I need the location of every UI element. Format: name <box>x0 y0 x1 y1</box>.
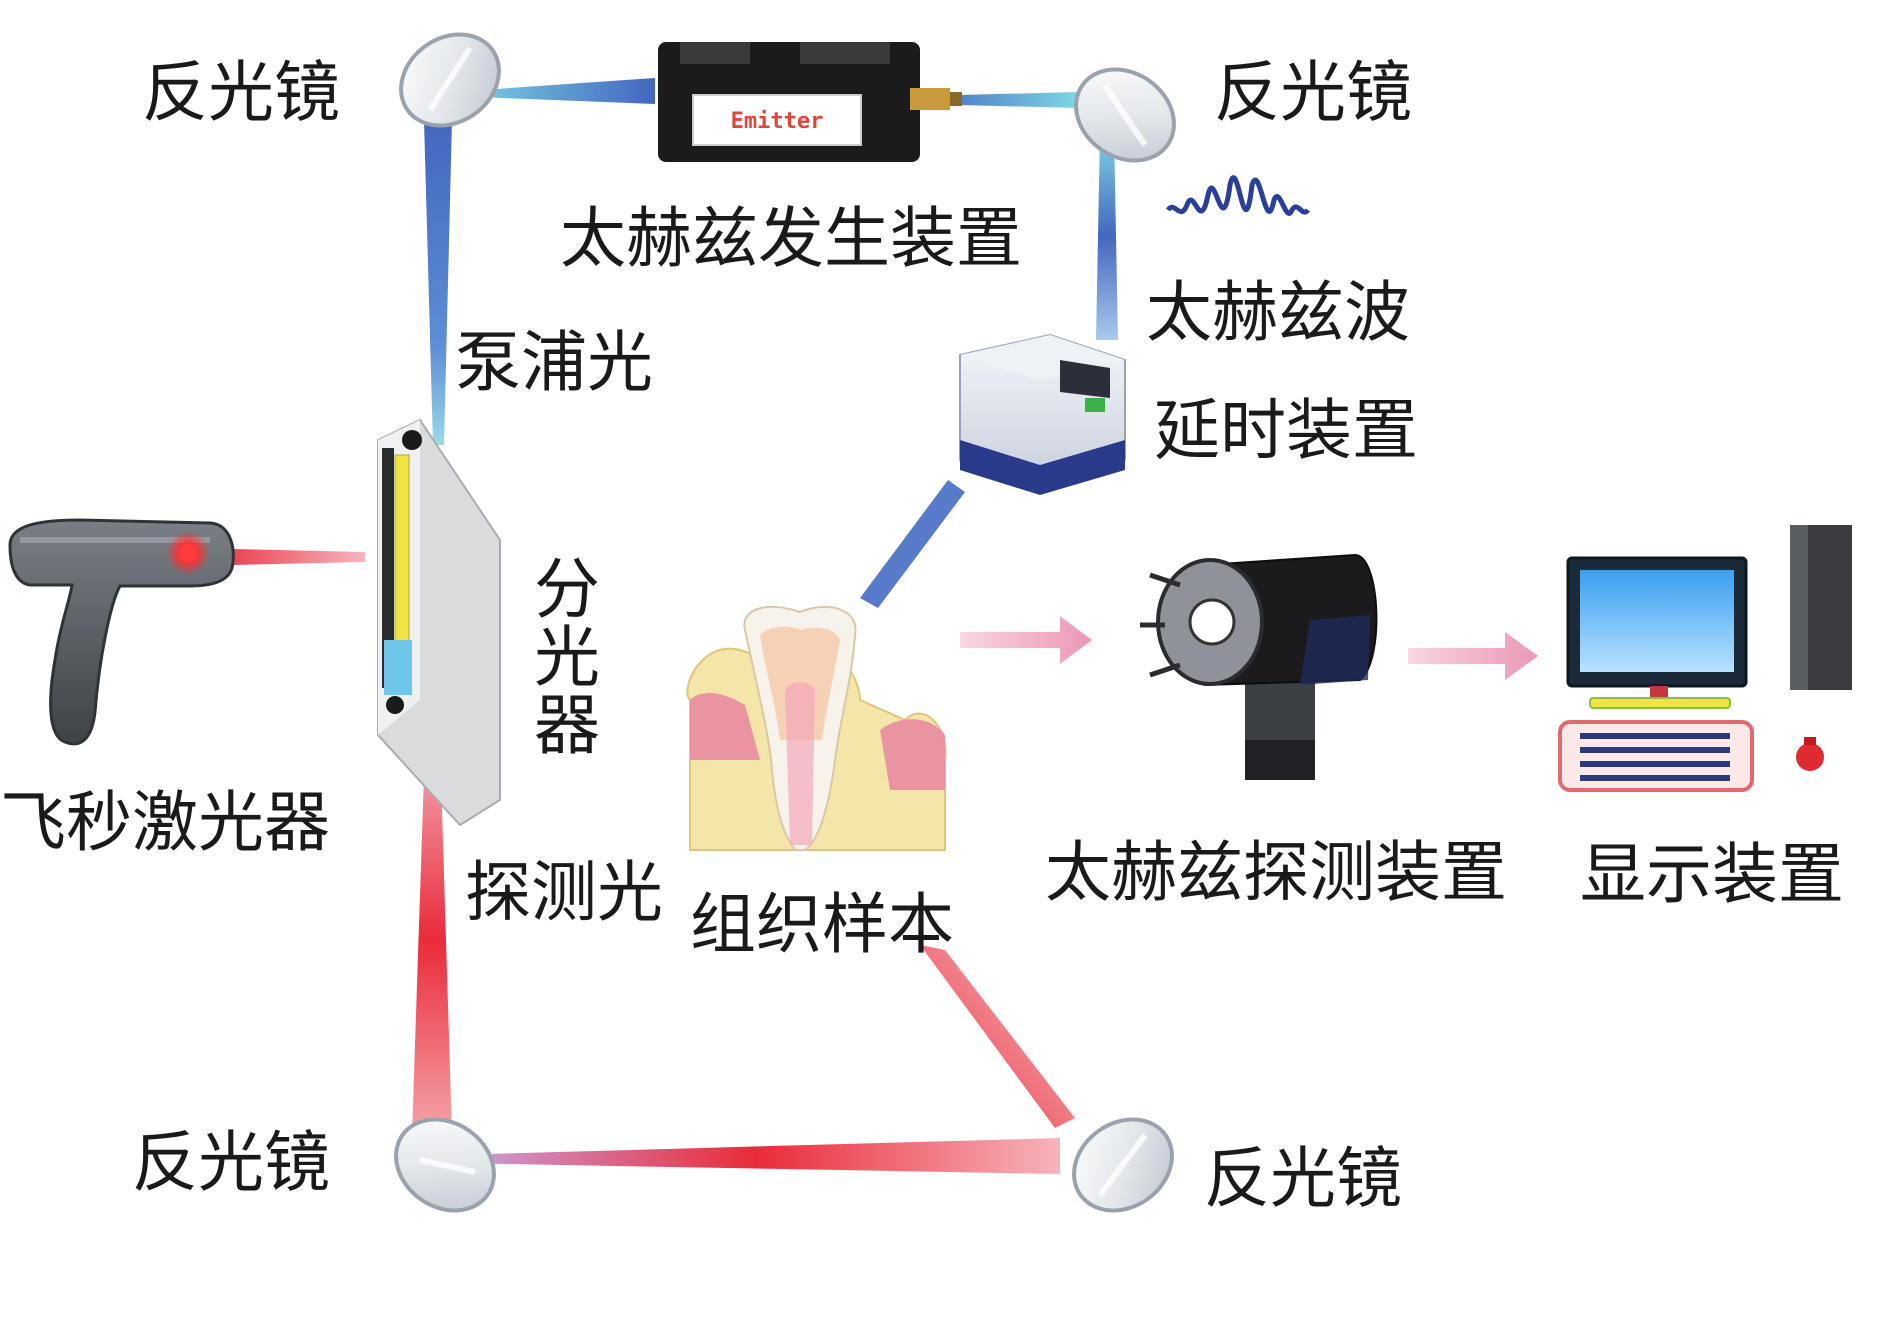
label-thz-emitter: 太赫兹发生装置 <box>560 200 1022 277</box>
arrow-sample-to-detector <box>960 616 1092 664</box>
thz-detector <box>1140 553 1378 780</box>
label-mirror-bottom-left: 反光镜 <box>132 1124 330 1201</box>
thz-beam-vertical <box>1096 132 1118 340</box>
label-thz-detector: 太赫兹探测装置 <box>1045 834 1507 911</box>
thz-emitter <box>658 42 962 162</box>
mirror-bottom-right <box>1072 1117 1174 1213</box>
label-display-device: 显示装置 <box>1580 836 1844 913</box>
pump-beam-top <box>452 78 655 104</box>
mirror-bottom-left <box>394 1117 496 1213</box>
emitter-text: Emitter <box>731 109 824 134</box>
arrow-detector-to-display <box>1408 632 1538 680</box>
probe-beam-diagonal <box>920 945 1075 1128</box>
label-thz-wave: 太赫兹波 <box>1146 274 1410 351</box>
label-mirror-top-right: 反光镜 <box>1214 54 1412 131</box>
probe-beam-bottom <box>450 1138 1060 1174</box>
mirror-top-left <box>399 32 501 128</box>
thz-beam-to-sample <box>860 480 965 608</box>
label-beam-splitter: 分光器 <box>523 554 600 758</box>
label-fs-laser: 飞秒激光器 <box>0 784 330 861</box>
thz-wave-icon <box>1165 175 1310 216</box>
label-mirror-bottom-right: 反光镜 <box>1204 1140 1402 1217</box>
mirror-top-right <box>1074 67 1176 163</box>
label-tissue-sample: 组织样本 <box>690 886 954 963</box>
computer-display <box>1558 525 1852 792</box>
delay-device <box>959 333 1126 495</box>
tooth-sample-icon <box>686 605 947 851</box>
femtosecond-laser <box>8 518 235 746</box>
label-pump-light: 泵浦光 <box>455 324 653 401</box>
label-delay-device: 延时装置 <box>1154 392 1418 469</box>
pump-beam-vertical <box>424 120 452 445</box>
label-mirror-top-left: 反光镜 <box>142 54 340 131</box>
label-probe-light: 探测光 <box>465 854 663 931</box>
beam-splitter <box>377 418 501 827</box>
probe-beam-vertical <box>412 745 452 1135</box>
